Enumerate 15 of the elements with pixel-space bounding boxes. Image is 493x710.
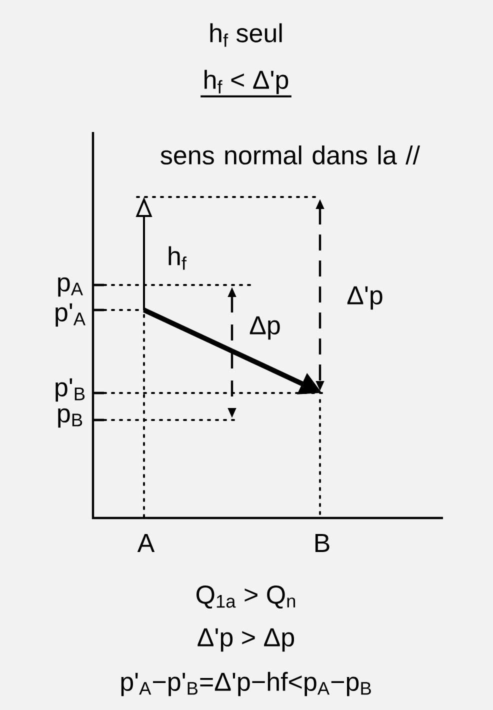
vector-label: h$_{f}$ [165, 244, 189, 272]
axis-label: p$_{A}$ [58, 277, 83, 297]
condition-text: h$_{f}$ < Δ'p [200, 70, 292, 98]
axis-label: A [137, 534, 155, 552]
axis-label: p'$_{A}$ [56, 303, 86, 327]
axis-label: p'$_{B}$ [56, 378, 85, 402]
equation-text: p'$_{A}$−p'$_{B}$=Δ'p−hf<p$_{A}$−p$_{B}$ [121, 672, 371, 696]
axis-label: B [315, 534, 330, 552]
equation-text: Q$_{1a}$ > Q$_{n}$ [196, 585, 296, 609]
equation-text: Δ'p > Δp [198, 628, 294, 652]
title: h$_{f}$ seul [210, 23, 282, 47]
axis-label: p$_{B}$ [58, 408, 82, 428]
dimension-label: Δ'p [344, 284, 386, 312]
direction-note: sens normal dans la // [160, 145, 420, 165]
dimension-label: Δp [247, 314, 283, 342]
